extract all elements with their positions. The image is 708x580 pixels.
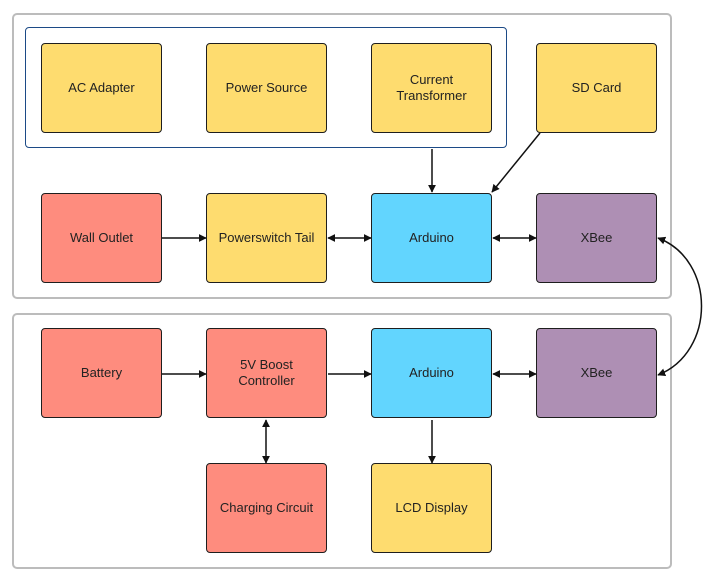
power-sources-subgroup xyxy=(25,27,507,148)
ac-adapter-node: AC Adapter xyxy=(41,43,162,133)
xbee-bottom-node: XBee xyxy=(536,328,657,418)
arduino-bottom-node: Arduino xyxy=(371,328,492,418)
powerswitch-tail-node: Powerswitch Tail xyxy=(206,193,327,283)
connector-sd-card-to-arduino xyxy=(491,132,541,193)
sd-card-node: SD Card xyxy=(536,43,657,133)
connector-xbee-link xyxy=(657,236,703,377)
xbee-top-node: XBee xyxy=(536,193,657,283)
power-source-node: Power Source xyxy=(206,43,327,133)
lcd-display-node: LCD Display xyxy=(371,463,492,553)
arduino-top-node: Arduino xyxy=(371,193,492,283)
wall-outlet-node: Wall Outlet xyxy=(41,193,162,283)
battery-node: Battery xyxy=(41,328,162,418)
current-transformer-node: Current Transformer xyxy=(371,43,492,133)
charging-circuit-node: Charging Circuit xyxy=(206,463,327,553)
boost-controller-node: 5V Boost Controller xyxy=(206,328,327,418)
